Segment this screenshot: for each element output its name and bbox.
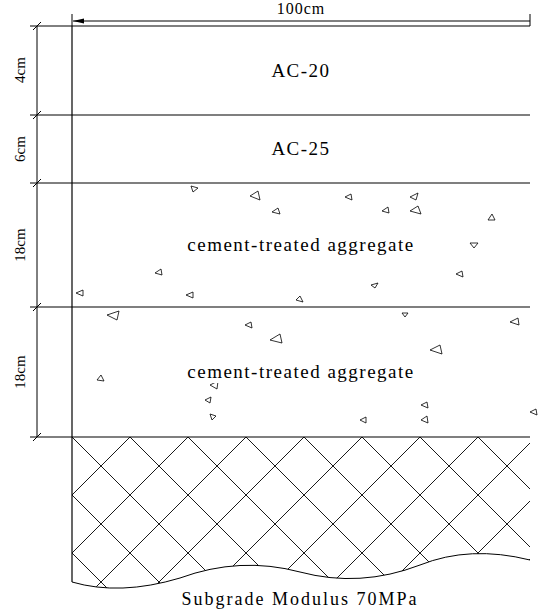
subgrade-wave xyxy=(72,554,530,589)
dimension-extension xyxy=(530,14,531,26)
dimension-label: 18cm xyxy=(13,355,28,388)
layer-name: cement-treated aggregate xyxy=(184,234,417,256)
subgrade-label: Subgrade Modulus 70MPa xyxy=(182,590,419,608)
layer-outlines xyxy=(72,26,530,437)
subgrade-edge xyxy=(71,437,72,582)
layer-name: AC-20 xyxy=(268,60,333,82)
dimension-label: 100cm xyxy=(277,1,326,17)
layer-name: AC-25 xyxy=(268,138,333,160)
dimension-arrow xyxy=(73,21,530,22)
subgrade-hatch xyxy=(72,437,530,607)
dimension-extension xyxy=(72,14,73,26)
pavement-layer: cement-treated aggregate xyxy=(73,308,529,436)
dimension-label: 6cm xyxy=(13,136,28,162)
dimension-label: 4cm xyxy=(13,57,28,83)
aggregate-texture xyxy=(76,186,537,423)
layer-name: cement-treated aggregate xyxy=(184,361,417,383)
pavement-layer: AC-25 xyxy=(73,116,529,182)
dimension-label: 18cm xyxy=(13,228,28,261)
dimension-chain xyxy=(30,22,72,441)
pavement-layer: AC-20 xyxy=(73,27,529,114)
pavement-layer: cement-treated aggregate xyxy=(73,184,529,306)
